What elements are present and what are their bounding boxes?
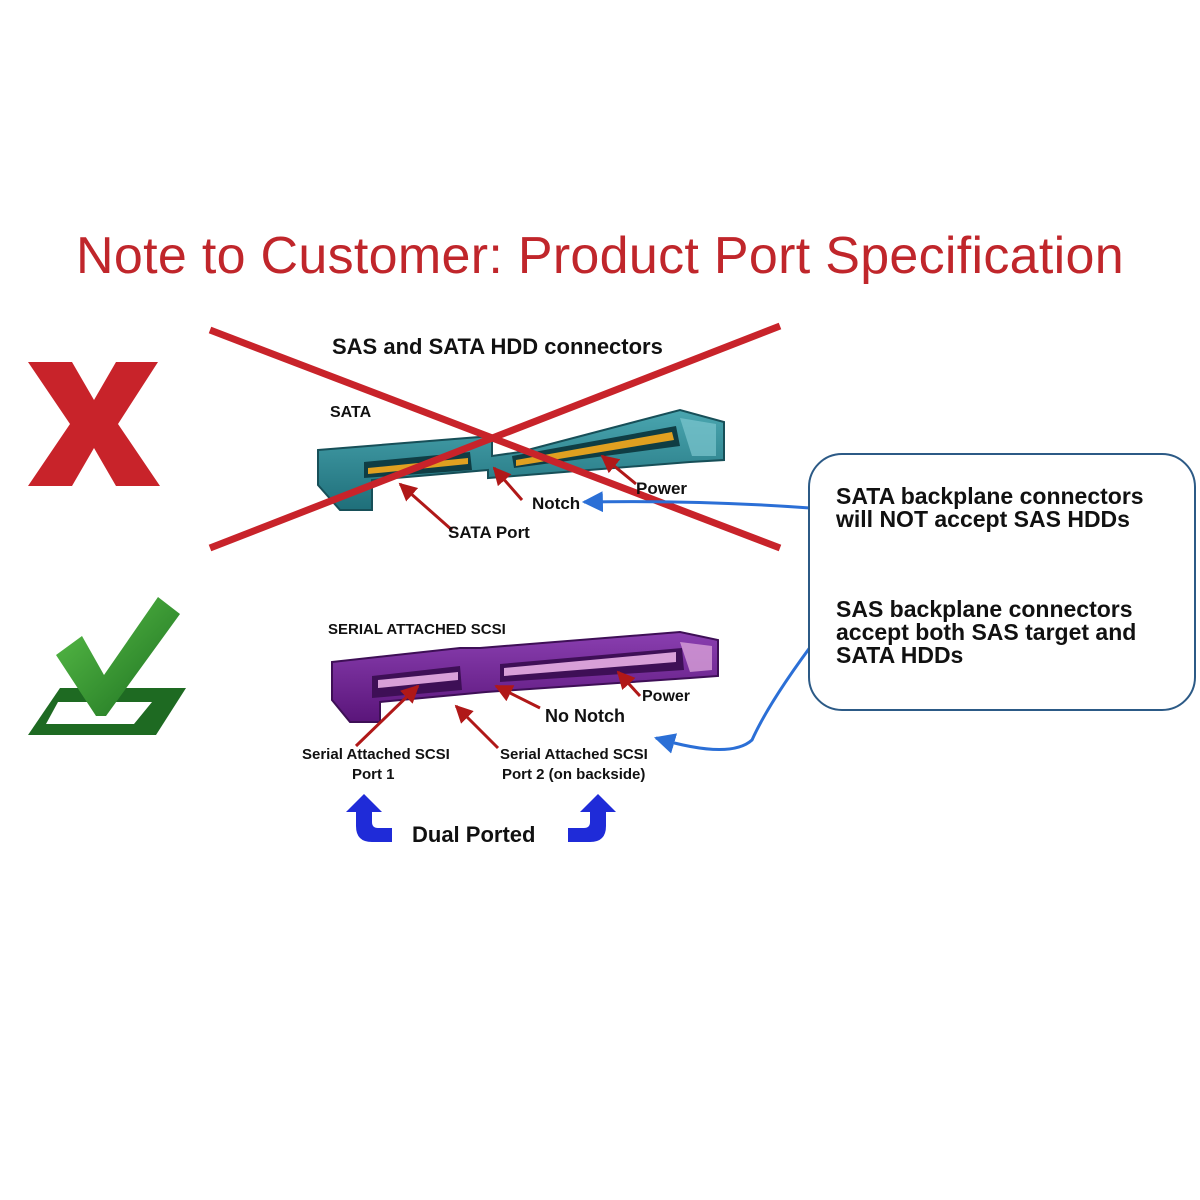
callout-arrows bbox=[581, 491, 822, 754]
sata-note-line1: SATA backplane connectors bbox=[836, 483, 1144, 509]
dual-port-right-arrow-icon bbox=[568, 794, 616, 842]
sas-connector bbox=[331, 630, 719, 723]
red-x-icon bbox=[28, 362, 160, 486]
no-notch-label: No Notch bbox=[545, 706, 625, 726]
sas-note-line2: accept both SAS target and bbox=[836, 619, 1137, 645]
page-title: Note to Customer: Product Port Specifica… bbox=[76, 227, 1124, 285]
green-check-icon bbox=[28, 597, 186, 735]
sas-port2-label-line2: Port 2 (on backside) bbox=[502, 766, 646, 783]
sas-connector-label: SERIAL ATTACHED SCSI bbox=[328, 621, 506, 638]
sas-note-line3: SATA HDDs bbox=[836, 642, 964, 668]
sata-note-line2: will NOT accept SAS HDDs bbox=[836, 506, 1130, 532]
notch-label: Notch bbox=[532, 494, 581, 513]
dual-ported-label: Dual Ported bbox=[412, 822, 536, 847]
sas-port2-label-line1: Serial Attached SCSI bbox=[500, 746, 648, 763]
sata-connector-label: SATA bbox=[330, 404, 372, 421]
sas-port1-label-line1: Serial Attached SCSI bbox=[302, 746, 450, 763]
sas-port1-label-line2: Port 1 bbox=[352, 766, 395, 783]
dual-port-left-arrow-icon bbox=[346, 794, 392, 842]
sas-leader-arrows bbox=[354, 670, 642, 750]
sas-power-label: Power bbox=[642, 688, 691, 705]
sata-leader-arrows bbox=[398, 454, 637, 532]
compatibility-callout: SATA backplane connectors will NOT accep… bbox=[808, 453, 1196, 711]
sata-power-label: Power bbox=[636, 479, 688, 498]
sata-port-label: SATA Port bbox=[448, 523, 530, 542]
sas-note-line1: SAS backplane connectors bbox=[836, 596, 1133, 622]
diagram-heading: SAS and SATA HDD connectors bbox=[332, 334, 663, 359]
cross-out-mark bbox=[208, 322, 782, 552]
